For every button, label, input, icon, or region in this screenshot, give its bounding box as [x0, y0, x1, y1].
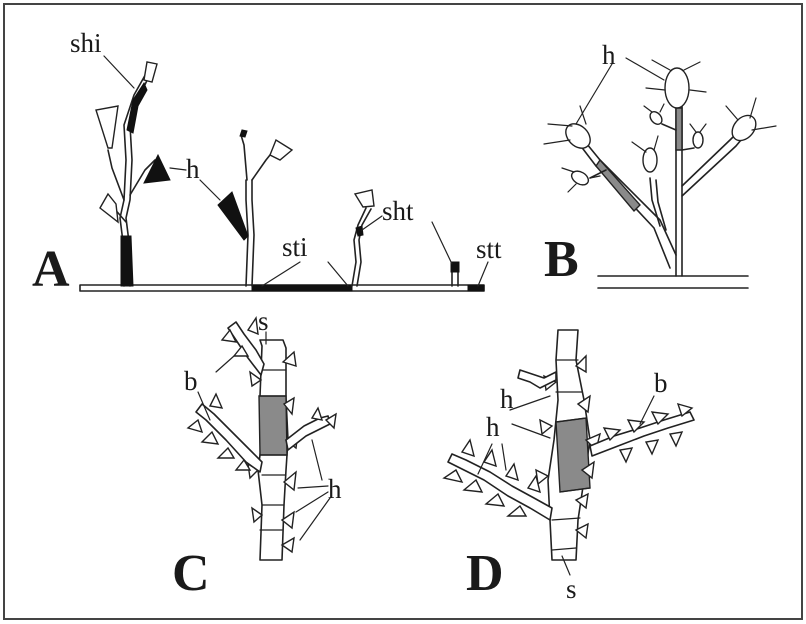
label-h-d-lower: h	[486, 412, 500, 442]
panel-label-d: D	[466, 545, 504, 602]
label-stt: stt	[476, 234, 502, 264]
stolon-sti-highlight	[252, 285, 352, 291]
label-b-d: b	[654, 368, 668, 398]
panel-label-a: A	[32, 241, 70, 298]
label-h-d-upper: h	[500, 384, 514, 414]
stolon-stt-highlight	[468, 285, 484, 291]
hydrotheca-top	[665, 68, 689, 108]
upright-1-black-basal	[121, 236, 133, 286]
label-h-b: h	[602, 40, 616, 70]
label-h-a: h	[186, 154, 200, 184]
panel-label-b: B	[544, 231, 579, 288]
hydrotheca-small-right	[693, 132, 703, 148]
internode-highlight	[556, 418, 590, 492]
label-b-c: b	[184, 366, 198, 396]
label-s-d: s	[566, 574, 577, 604]
panel-label-c: C	[172, 545, 210, 602]
internode-highlight	[259, 396, 287, 455]
label-shi: shi	[70, 28, 102, 58]
label-s-c: s	[258, 306, 269, 336]
label-sht: sht	[382, 196, 414, 226]
main-stem-grey-segment	[676, 108, 682, 150]
label-h-c: h	[328, 474, 342, 504]
label-sti: sti	[282, 232, 308, 262]
